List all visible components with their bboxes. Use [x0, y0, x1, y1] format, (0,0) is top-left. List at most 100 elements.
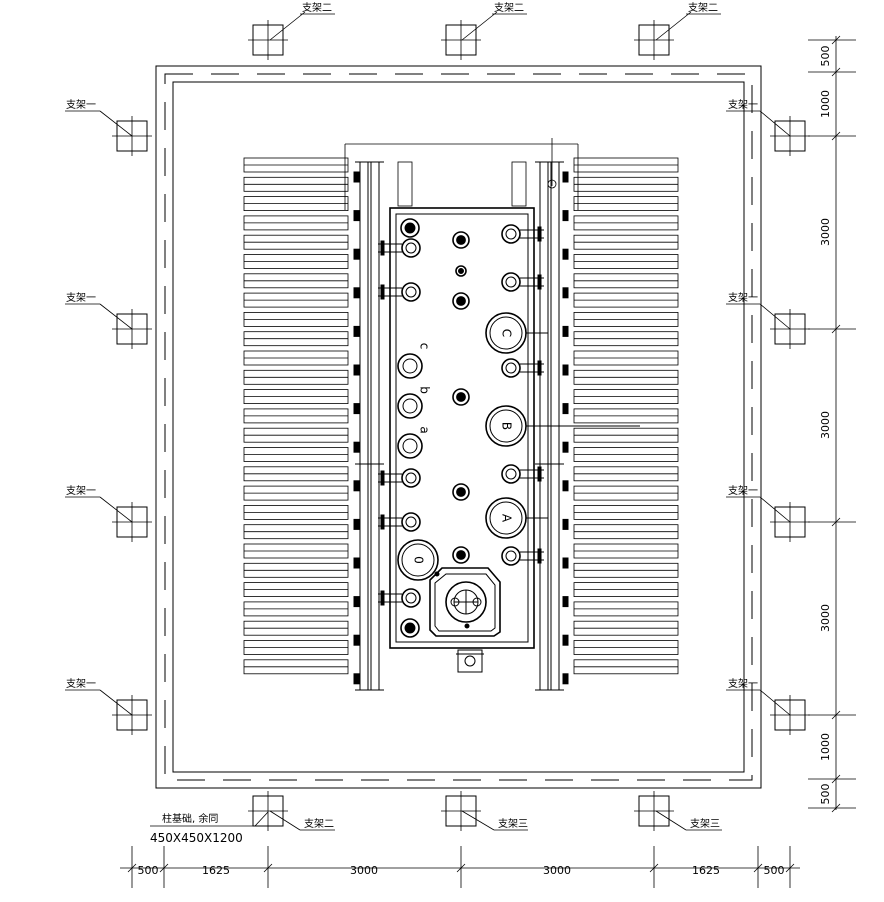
valve-flange — [380, 240, 385, 256]
valve-core — [505, 362, 517, 374]
dim-right-6: 1000 — [819, 733, 832, 761]
valve-body — [501, 272, 521, 292]
neutral-bushing-label: 0 — [412, 556, 426, 564]
support-3-label-bottom-1: 支架三 — [498, 818, 528, 830]
valve-body — [501, 464, 521, 484]
tank-fitting-core — [456, 487, 466, 497]
dim-right-1: 500 — [819, 46, 832, 67]
hv-bushing-b: B — [485, 405, 640, 447]
tank-fittings — [400, 218, 470, 638]
tank-fitting — [452, 483, 470, 501]
support-1-label-left-3: 支架一 — [66, 485, 96, 497]
tank-fitting — [452, 292, 470, 310]
valve-flange — [537, 274, 542, 290]
radiator-valves — [378, 224, 544, 608]
tank-fitting — [452, 388, 470, 406]
valve-core — [405, 472, 417, 484]
support-2-label-top-1: 支架二 — [302, 2, 332, 14]
tank-fitting-core — [456, 296, 466, 306]
dim-right-7: 500 — [819, 784, 832, 805]
tank-fitting-core — [456, 392, 466, 402]
dim-right-4: 3000 — [819, 411, 832, 439]
fin-clamp — [353, 596, 360, 608]
support-2-label-bottom: 支架二 — [304, 818, 334, 830]
neutral-bushing: 0 — [397, 539, 439, 581]
dim-bottom-3: 3000 — [350, 864, 378, 877]
fin-clamp — [353, 210, 360, 222]
fin-clamp — [353, 403, 360, 415]
hv-bushing-b-label: B — [500, 422, 514, 430]
valve-body — [401, 468, 421, 488]
fin-clamp — [353, 171, 360, 183]
lv-bushing-a-label: a — [418, 426, 432, 433]
fin-clamp — [562, 248, 569, 260]
lv-bushing-b: b — [397, 386, 432, 419]
valve-body — [501, 224, 521, 244]
bottom-dimension-chain: 500 1625 3000 3000 1625 500 — [120, 846, 800, 888]
valve-core — [405, 242, 417, 254]
fin-clamp — [353, 441, 360, 453]
fin-clamp — [353, 248, 360, 260]
fin-clamp — [562, 557, 569, 569]
right-dimension-chain: 500 1000 3000 3000 3000 1000 500 — [808, 35, 856, 813]
support-1-label-right-1: 支架一 — [728, 99, 758, 111]
hv-bushing-a: A — [485, 497, 548, 539]
hv-bushing-a-label: A — [500, 514, 514, 523]
fin-clamp — [562, 210, 569, 222]
valve-flange — [537, 226, 542, 242]
tank-fitting — [400, 618, 420, 638]
fin-clamp — [353, 673, 360, 685]
fin-clamp — [562, 325, 569, 337]
fin-clamp — [562, 441, 569, 453]
valve-core — [405, 592, 417, 604]
valve-core — [505, 468, 517, 480]
valve-body — [401, 512, 421, 532]
foundation-outline — [155, 65, 762, 789]
valve-flange — [380, 590, 385, 606]
dim-bottom-6: 500 — [764, 864, 785, 877]
radiator-headers — [344, 138, 579, 691]
tank-fitting-core — [456, 235, 466, 245]
support-1-label-left-1: 支架一 — [66, 99, 96, 111]
tank-fitting-core — [458, 268, 464, 274]
fin-clamp — [562, 403, 569, 415]
valve-flange — [537, 548, 542, 564]
fin-clamp — [562, 596, 569, 608]
tank-fitting-core — [404, 622, 416, 634]
valve-flange — [537, 360, 542, 376]
support-posts — [112, 20, 810, 831]
fin-clamp — [562, 518, 569, 530]
valve-body — [501, 546, 521, 566]
support-1-label-right-3: 支架一 — [728, 485, 758, 497]
valve-body — [401, 282, 421, 302]
radiator-fins — [243, 157, 679, 685]
tank-fitting-core — [404, 222, 416, 234]
support-1-label-left-4: 支架一 — [66, 678, 96, 690]
fin-clamp — [353, 634, 360, 646]
support-2-label-top-3: 支架二 — [688, 2, 718, 14]
tank-fitting — [400, 218, 420, 238]
dim-bottom-1: 500 — [138, 864, 159, 877]
valve-core — [505, 550, 517, 562]
valve-body — [401, 238, 421, 258]
fin-clamp — [353, 287, 360, 299]
lv-bushing-c: c — [397, 343, 432, 379]
foundation-size-text: 450X450X1200 — [150, 831, 243, 845]
fin-clamp — [353, 518, 360, 530]
lv-bushing-b-label: b — [418, 386, 432, 394]
support-3-label-bottom-2: 支架三 — [690, 818, 720, 830]
fin-clamp — [562, 480, 569, 492]
dim-right-3: 3000 — [819, 218, 832, 246]
dim-right-2: 1000 — [819, 90, 832, 118]
tank-fitting — [452, 546, 470, 564]
fin-clamp — [562, 171, 569, 183]
fin-clamp — [562, 287, 569, 299]
hv-bushing-c-label: C — [500, 329, 514, 337]
valve-core — [505, 276, 517, 288]
foundation-note: 柱基础, 余同 450X450X1200 — [150, 811, 269, 845]
tap-changer — [429, 567, 501, 637]
dim-bottom-5: 1625 — [692, 864, 720, 877]
valve-core — [405, 286, 417, 298]
support-1-label-left-2: 支架一 — [66, 292, 96, 304]
